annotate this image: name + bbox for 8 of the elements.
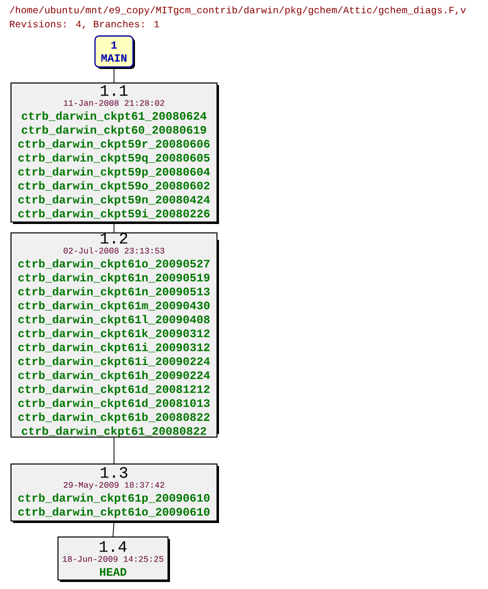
header-text: Revisions: 4, Branches: 1 [10,20,160,30]
revision-box: 1.2 02-Jul-2008 23:13:53 ctrb_darwin_ckpt61o_20090527 ctrb_darwin_ckpt61n_20090519 ctrb_darwin_ckpt61n_20090513 ctrb_darwin_ckpt61m_20090430 ctrb_darwin_ckpt61l_20090408 ctrb_darwin_ckpt61k_20090312 ctrb_darwin_ckpt61i_20090312 ctrb_darwin_ckpt61i_20090224 ctrb_darwin_ckpt61h_20090224 ctrb_darwin_ckpt61d_20081212 ctrb_darwin_ckpt61d_20081013 ctrb_darwin_ckpt61b_20080822 ctrb_darwin_ckpt61_20080822 [10,232,219,438]
revision-box: 1.4 18-Jun-2009 14:25:25 HEAD [58,536,170,582]
branch-box: 1 MAIN [94,35,135,69]
revision-box: 1.3 29-May-2009 18:37:42 ctrb_darwin_ckpt61p_20090610 ctrb_darwin_ckpt61o_20090610 [10,464,219,523]
connector-line [112,521,114,537]
revision-box: 1.1 11-Jan-2008 21:28:02 ctrb_darwin_ckpt61_20080624 ctrb_darwin_ckpt60_20080619 ctrb_darwin_ckpt59r_20080606 ctrb_darwin_ckpt59q_20080605 ctrb_darwin_ckpt59p_20080604 ctrb_darwin_ckpt59o_20080602 ctrb_darwin_ckpt59n_20080424 ctrb_darwin_ckpt59i_20080226 [10,82,219,224]
header-text: /home/ubuntu/mnt/e9_copy/MITgcm_contrib/darwin/pkg/gchem/Attic/gchem_diags.F,v [10,6,466,16]
